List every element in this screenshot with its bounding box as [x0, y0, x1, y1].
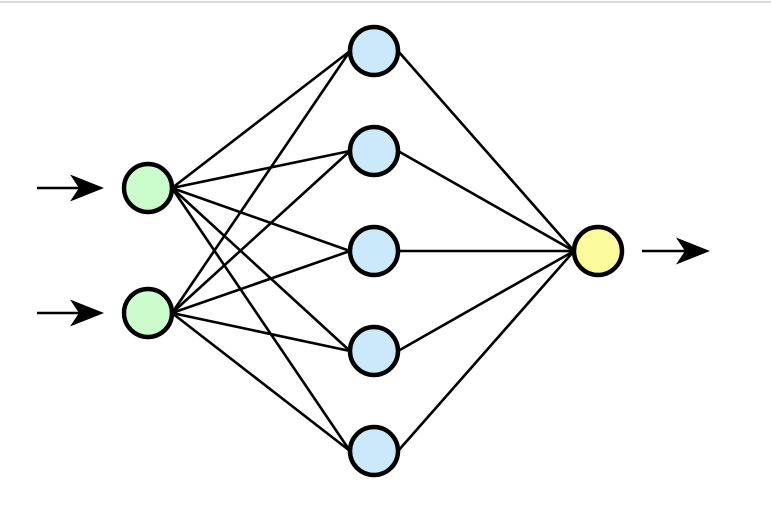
edge-hidden-2-output-1 — [397, 149, 575, 253]
input-2-node — [121, 286, 175, 340]
edge-input-1-hidden-1 — [171, 49, 351, 190]
edge-input-1-hidden-2 — [171, 149, 351, 190]
edge-input-1-hidden-3 — [171, 186, 351, 253]
edge-hidden-4-output-1 — [397, 249, 575, 353]
input-arrow-1-head — [70, 174, 104, 202]
edge-input-2-hidden-1 — [170, 50, 352, 314]
hidden-4-node — [347, 324, 401, 378]
edge-input-1-hidden-5 — [170, 187, 352, 452]
input-arrow-2-head — [70, 299, 104, 327]
edge-input-2-hidden-2 — [171, 150, 351, 314]
hidden-1-node — [347, 24, 401, 78]
hidden-3-node — [347, 224, 401, 278]
output-arrow-head — [676, 237, 710, 265]
edge-input-2-hidden-5 — [171, 311, 351, 453]
top-border-line — [0, 1, 771, 3]
edge-input-2-hidden-3 — [171, 249, 351, 315]
edge-hidden-5-output-1 — [397, 250, 575, 452]
hidden-2-node — [347, 124, 401, 178]
hidden-5-node — [347, 424, 401, 478]
edge-hidden-1-output-1 — [397, 50, 575, 252]
edge-input-1-hidden-4 — [171, 187, 351, 352]
output-1-node — [571, 224, 625, 278]
edge-input-2-hidden-4 — [171, 311, 351, 353]
input-1-node — [121, 161, 175, 215]
